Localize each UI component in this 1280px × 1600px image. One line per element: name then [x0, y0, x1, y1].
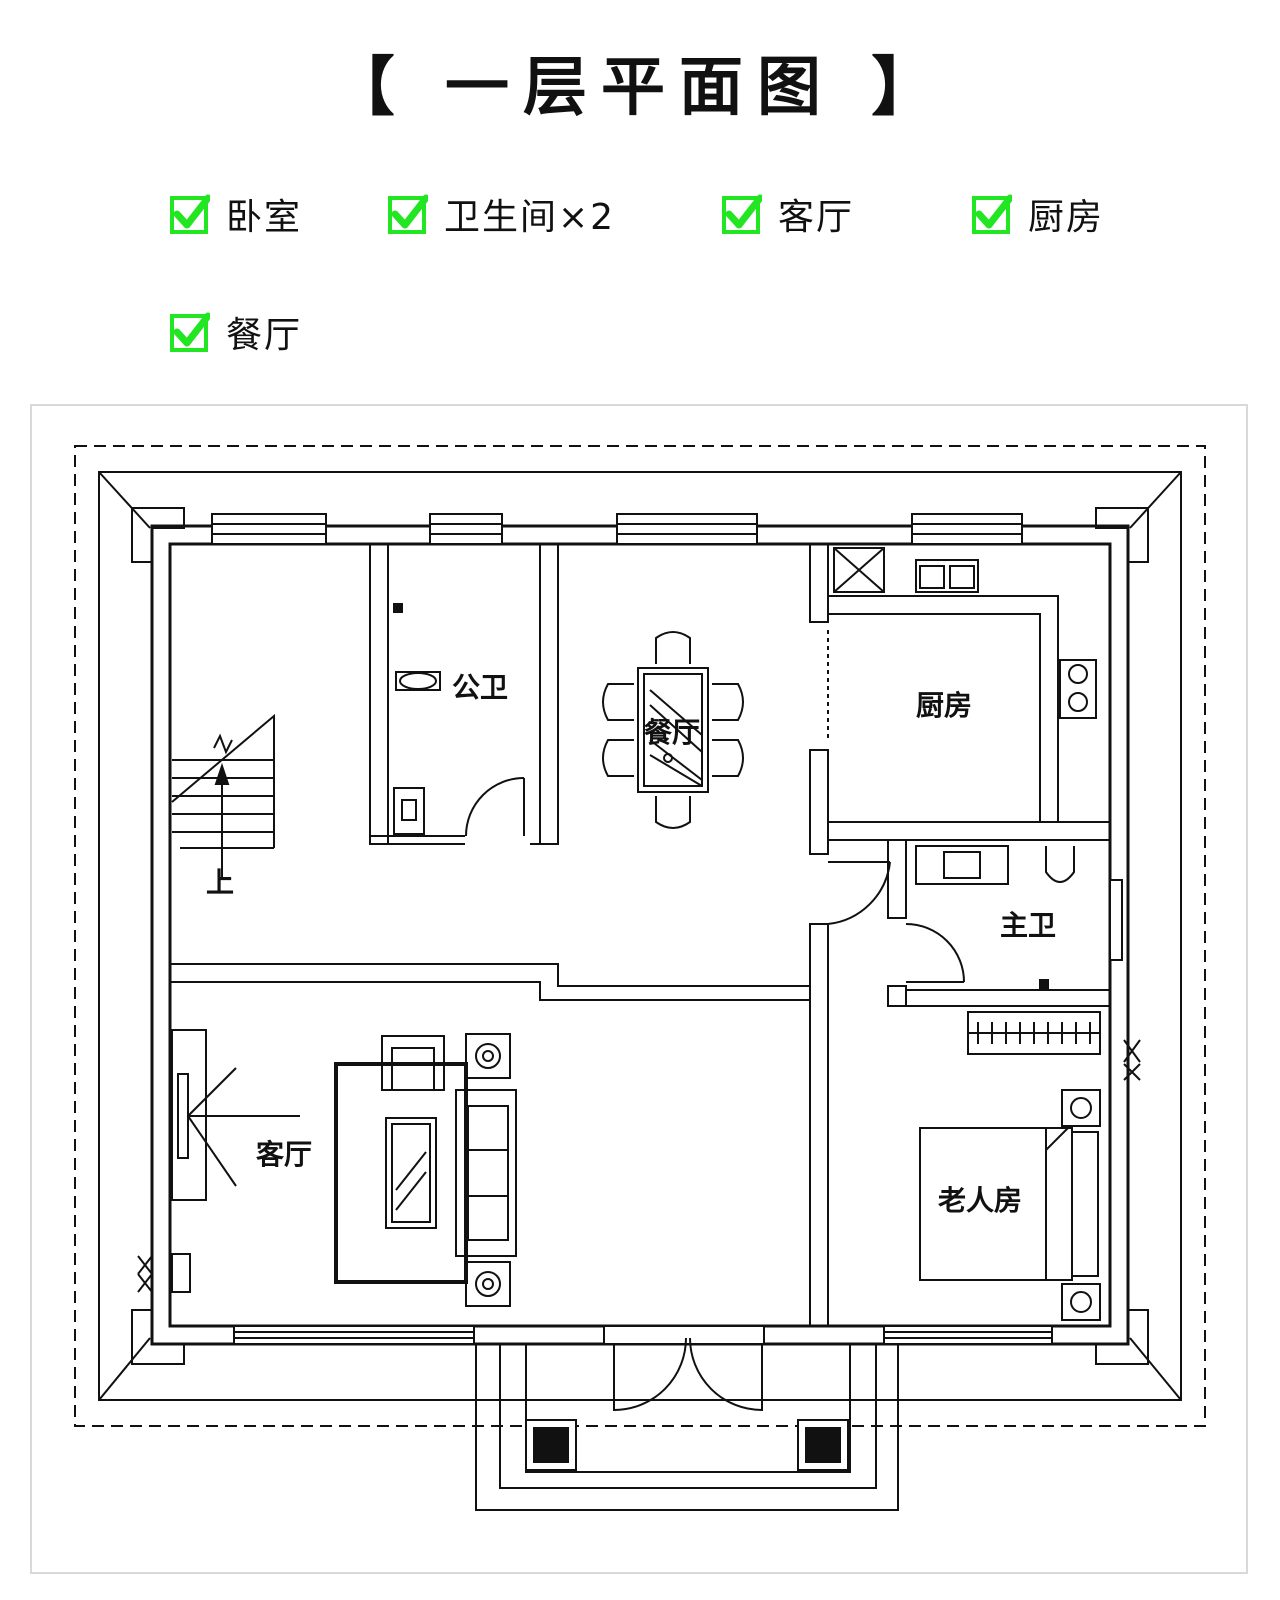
- eave-outline: [98, 471, 1182, 1401]
- feature-item-bedroom: 卧室: [170, 188, 302, 240]
- checkbox-checked-icon: [972, 194, 1012, 234]
- feature-label: 厨房: [1028, 197, 1105, 238]
- living-furniture: [137, 1029, 517, 1307]
- checkbox-checked-icon: [722, 194, 762, 234]
- room-label-elder-room: 老人房: [938, 1184, 1022, 1217]
- corner-pilasters: [131, 507, 1149, 1365]
- checkbox-checked-icon: [388, 194, 428, 234]
- feature-item-kitchen: 厨房: [972, 188, 1104, 240]
- top-windows: [211, 513, 1023, 545]
- feature-label: 客厅: [778, 197, 855, 238]
- checkbox-checked-icon: [170, 194, 210, 234]
- room-label-public-bath: 公卫: [452, 671, 508, 704]
- feature-item-living-room: 客厅: [722, 188, 854, 240]
- master-bath-fixtures: [827, 845, 1123, 989]
- staircase: [171, 713, 275, 880]
- room-label-kitchen: 厨房: [916, 689, 972, 722]
- feature-label: 卫生间×2: [444, 197, 616, 238]
- elder-room-bed: [919, 1089, 1101, 1321]
- checkbox-checked-icon: [170, 312, 210, 352]
- exterior-walls: [150, 524, 1130, 1346]
- feature-item-bathroom: 卫生间×2: [388, 188, 615, 240]
- stairs-up-label: 上: [206, 866, 234, 899]
- plan-frame: [30, 404, 1248, 1574]
- public-bath-fixtures: [393, 603, 525, 837]
- feature-label: 卧室: [226, 197, 303, 238]
- room-label-living: 客厅: [256, 1138, 312, 1171]
- room-label-master-bath: 主卫: [1000, 909, 1056, 942]
- room-label-dining: 餐厅: [644, 716, 700, 749]
- entry-porch: [475, 1337, 899, 1511]
- feature-item-dining-room: 餐厅: [170, 306, 302, 358]
- dining-set: [602, 631, 744, 829]
- interior-walls: [169, 543, 1111, 1327]
- site-boundary: [74, 445, 1206, 1427]
- kitchen-fixtures: [827, 547, 1097, 740]
- wardrobe: [967, 1011, 1141, 1081]
- page-title: 【 一层平面图 】: [330, 51, 950, 125]
- feature-label: 餐厅: [226, 315, 303, 356]
- bottom-windows: [233, 1325, 1053, 1345]
